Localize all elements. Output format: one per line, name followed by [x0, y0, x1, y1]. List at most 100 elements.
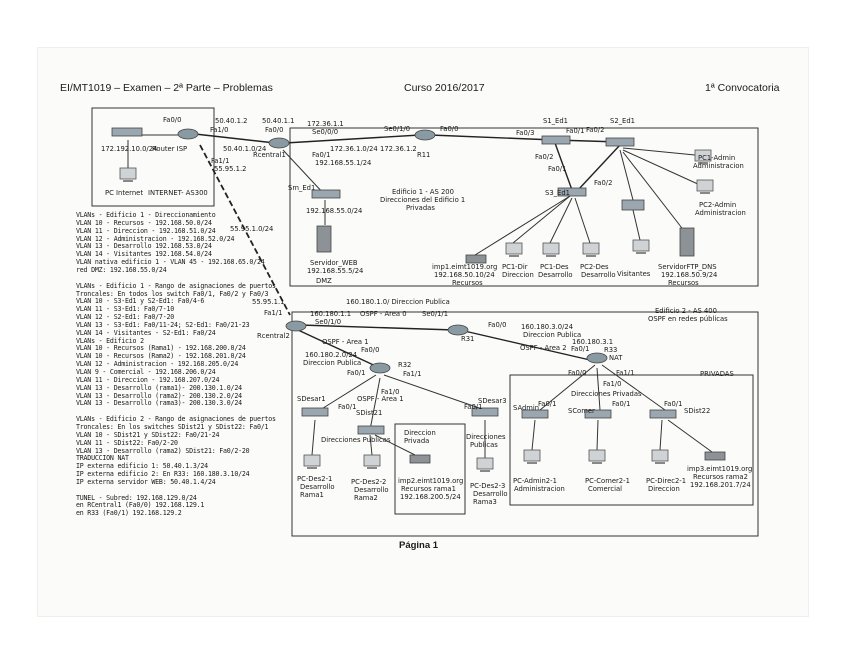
diagram-label: Router ISP	[152, 145, 188, 153]
diagram-label: Direccion	[502, 271, 534, 279]
diagram-label: Fa0/3	[516, 129, 535, 137]
diagram-label: Fa1/1	[211, 157, 230, 165]
diagram-label: 172.36.1.2	[380, 145, 417, 153]
diagram-label: 192.168.50.9/24	[661, 271, 718, 279]
diagram-label: PC1-Admin	[698, 154, 736, 162]
vlan-note-line: VLAN 13 - Desarrollo 192.168.53.0/24	[76, 242, 212, 251]
link-sdist21-imp2	[374, 434, 416, 456]
hub-icon	[621, 199, 645, 211]
link-sadmin-pc	[531, 419, 536, 451]
diagram-label: Fa0/0	[568, 369, 587, 377]
vlan-note-line: IP externa edificio 2: En R33: 160.180.3…	[76, 470, 250, 479]
diagram-label: NAT	[609, 354, 623, 362]
diagram-label: SDesar3	[478, 397, 507, 405]
diagram-label: OSPF - Area 1	[322, 338, 369, 346]
sdist21-icon	[357, 425, 385, 435]
link-sdesar1-pc	[311, 419, 316, 456]
diagram-label: R33	[604, 346, 618, 354]
diagram-label: SAdmin	[513, 404, 540, 412]
link-s2-s3	[577, 144, 621, 191]
diagram-label: imp1.eimt1019.org	[432, 263, 498, 271]
diagram-label: Fa0/2	[586, 126, 605, 134]
link-isp-rcentral2	[199, 144, 291, 316]
diagram-label: S2_Ed1	[610, 117, 635, 125]
edificio2-box	[291, 311, 759, 537]
diagram-label: Rama3	[473, 498, 497, 506]
diagram-label: Visitantes	[617, 270, 651, 278]
vlan-note-line: Troncales: En los switches SDist21 y SDi…	[76, 422, 269, 431]
diagram-label: DMZ	[316, 277, 332, 285]
diagram-label: Fa0/1	[538, 400, 557, 408]
diagram-label: Edificio 1 - AS 200	[392, 188, 454, 196]
link-s2-ftp	[622, 151, 686, 233]
privadas-box	[509, 374, 754, 506]
diagram-label: Direccion Publica	[303, 359, 362, 367]
diagram-label: PC Internet	[105, 189, 143, 197]
pc-des2-2-icon	[363, 454, 381, 469]
link-rcentral2-r32	[297, 329, 381, 369]
diagram-label: PRIVADAS	[700, 370, 734, 378]
diagram-label: Se0/1/1	[422, 310, 449, 318]
vlan-note-line: VLAN 10 - S3-Ed1 y S2-Ed1: Fa0/4-6	[76, 297, 205, 306]
switch-internet-icon	[111, 127, 143, 137]
vlan-note-line: VLANs - Edificio 2 - Rango de asignacion…	[76, 415, 276, 424]
sdesar3-icon	[471, 407, 499, 417]
diagram-label: Direcciones del Edificio 1	[380, 196, 466, 204]
vlan-note-line: VLAN 14 - Visitantes 192.168.54.0/24	[76, 250, 212, 259]
diagram-label: Direcciones	[466, 433, 506, 441]
diagram-label: PC-Des2-1	[297, 475, 333, 483]
vlan-note-line: VLAN 11 - Direccion - 192.168.51.0/24	[76, 226, 216, 235]
diagram-label: SDist21	[356, 409, 383, 417]
diagram-label: Privadas	[406, 204, 435, 212]
vlan-note-line: VLAN 13 - Desarrollo (rama2)- 200.130.2.…	[76, 391, 242, 400]
diagram-label: Direcciones Privadas	[571, 390, 642, 398]
diagram-label: PC1-Dir	[502, 263, 528, 271]
diagram-label: 192.168.55.5/24	[307, 267, 364, 275]
visitantes-icon	[632, 239, 650, 254]
exam-session: 1ª Convocatoria	[705, 82, 780, 94]
sdesar1-icon	[301, 407, 329, 417]
diagram-label: PC-Direc2-1	[646, 477, 687, 485]
vlan-note-line: VLAN 10 - Recursos (Rama2) - 192.168.201…	[76, 352, 246, 361]
diagram-label: Recursos rama2	[693, 473, 748, 481]
diagram-label: Rcentral1	[253, 151, 286, 159]
link-s3-pc1dir	[512, 195, 571, 244]
diagram-label: Se0/1/0	[315, 318, 342, 326]
link-r33-sdist22	[601, 364, 666, 411]
diagram-label: Recursos	[668, 279, 699, 287]
link-r32-sdist21	[369, 377, 381, 431]
diagram-label: Fa0/2	[535, 153, 554, 161]
diagram-label: 160.180.1.0/ Direccion Publica	[346, 298, 450, 306]
printer-imp3-icon	[704, 451, 726, 461]
diagram-label: PC2-Admin	[699, 201, 737, 209]
vlan-note-line: TRADUCCION NAT	[76, 454, 129, 463]
vlan-note-line: VLAN 9 - Comercial - 192.168.206.0/24	[76, 368, 216, 376]
vlan-note-line: VLAN 12 - Administracion - 192.168.205.0…	[76, 360, 239, 369]
vlan-note-line: VLANs - Edificio 1 - Direccionamiento	[76, 211, 216, 219]
pc1-admin-icon	[694, 149, 712, 164]
vlan-note-line: VLAN 14 - Visitantes - S2-Ed1: Fa0/24	[76, 328, 216, 337]
link-scomer-pc	[596, 419, 599, 451]
link-r33-scomer	[596, 367, 601, 411]
vlan-note-line: VLAN 11 - SDist22: Fa0/2-20	[76, 438, 178, 447]
diagram-label: Comercial	[588, 485, 623, 493]
paper-page	[38, 48, 808, 616]
vlan-note-line: IP externa servidor WEB: 50.40.1.4/24	[76, 477, 216, 486]
link-r32-sdesar3	[383, 374, 486, 411]
link-r32-sdesar1	[319, 374, 377, 411]
diagram-label: 192.168.55.0/24	[306, 207, 363, 215]
router-isp-icon	[177, 128, 199, 140]
vlan-note-line: VLAN 13 - S3-Ed1: Fa0/11-24; S2-Ed1: Fa0…	[76, 320, 250, 329]
link-r31-r33	[459, 329, 591, 361]
link-s3-pc2des	[574, 197, 591, 244]
diagram-label: Fa1/0	[603, 380, 622, 388]
diagram-label: Desarrollo	[581, 271, 616, 279]
pc-admin2-1-icon	[523, 449, 541, 464]
link-rcentral2-r31	[299, 324, 456, 331]
diagram-label: Edificio 2 - AS 400	[655, 307, 717, 315]
diagram-label: PC-Admin2-1	[513, 477, 557, 485]
diagram-label: PC-Des2-2	[351, 478, 387, 486]
pc1-dir-icon	[505, 242, 523, 257]
link-s3-imp1	[474, 195, 571, 256]
diagram-label: OSPF - Area 1	[357, 395, 404, 403]
